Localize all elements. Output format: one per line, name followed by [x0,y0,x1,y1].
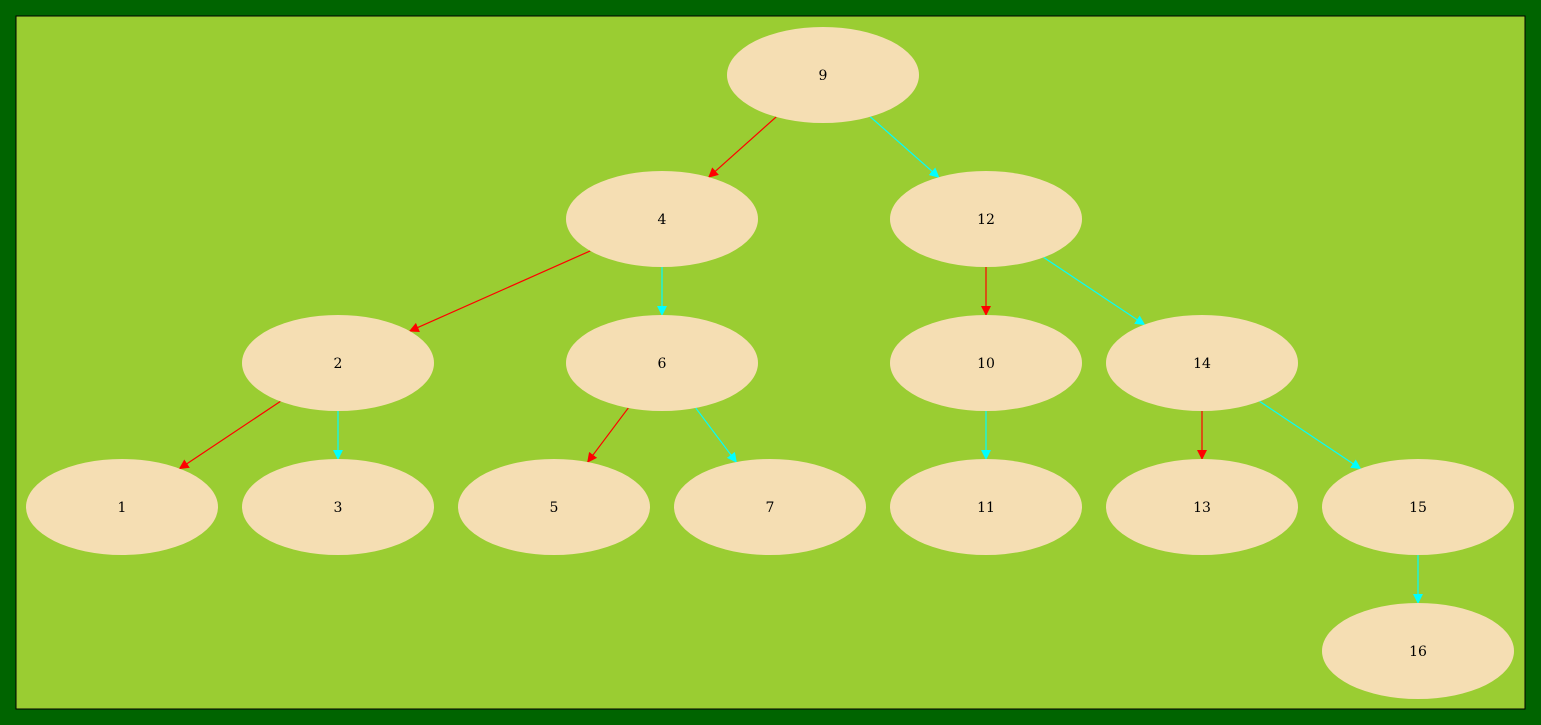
node-label: 15 [1409,500,1427,516]
node-ellipse [566,171,758,267]
node-label: 10 [977,356,995,372]
node-ellipse [242,459,434,555]
node-label: 4 [658,212,667,228]
node-ellipse [890,459,1082,555]
tree-node-7: 7 [674,459,866,555]
tree-node-9: 9 [727,27,919,123]
tree-node-1: 1 [26,459,218,555]
node-label: 1 [118,500,127,516]
node-label: 11 [977,500,995,516]
edge-4-to-2 [408,250,591,333]
tree-node-2: 2 [242,315,434,411]
tree-node-13: 13 [1106,459,1298,555]
node-label: 9 [819,68,828,84]
node-ellipse [890,171,1082,267]
tree-node-16: 16 [1322,603,1514,699]
node-label: 16 [1409,644,1427,660]
node-ellipse [566,315,758,411]
node-label: 7 [766,500,775,516]
edge-9-to-12 [869,116,940,178]
edge-9-to-4 [708,116,777,178]
node-label: 3 [334,500,343,516]
node-ellipse [26,459,218,555]
edge-6-to-7 [695,407,737,463]
node-ellipse [890,315,1082,411]
node-ellipse [1106,315,1298,411]
tree-node-3: 3 [242,459,434,555]
node-ellipse [727,27,919,123]
edge-2-to-1 [178,400,281,470]
node-ellipse [674,459,866,555]
tree-node-10: 10 [890,315,1082,411]
edge-6-to-5 [587,407,629,463]
node-label: 14 [1193,356,1211,372]
tree-node-5: 5 [458,459,650,555]
node-label: 13 [1193,500,1211,516]
node-label: 2 [334,356,343,372]
node-ellipse [1322,603,1514,699]
node-ellipse [242,315,434,411]
tree-node-6: 6 [566,315,758,411]
tree-node-15: 15 [1322,459,1514,555]
tree-node-14: 14 [1106,315,1298,411]
edge-12-to-14 [1043,256,1146,326]
node-ellipse [1106,459,1298,555]
tree-node-11: 11 [890,459,1082,555]
node-ellipse [1322,459,1514,555]
node-label: 6 [658,356,667,372]
edge-14-to-15 [1259,400,1362,470]
node-label: 12 [977,212,995,228]
edges-layer [178,116,1423,604]
tree-node-12: 12 [890,171,1082,267]
node-ellipse [458,459,650,555]
node-label: 5 [550,500,559,516]
tree-node-4: 4 [566,171,758,267]
